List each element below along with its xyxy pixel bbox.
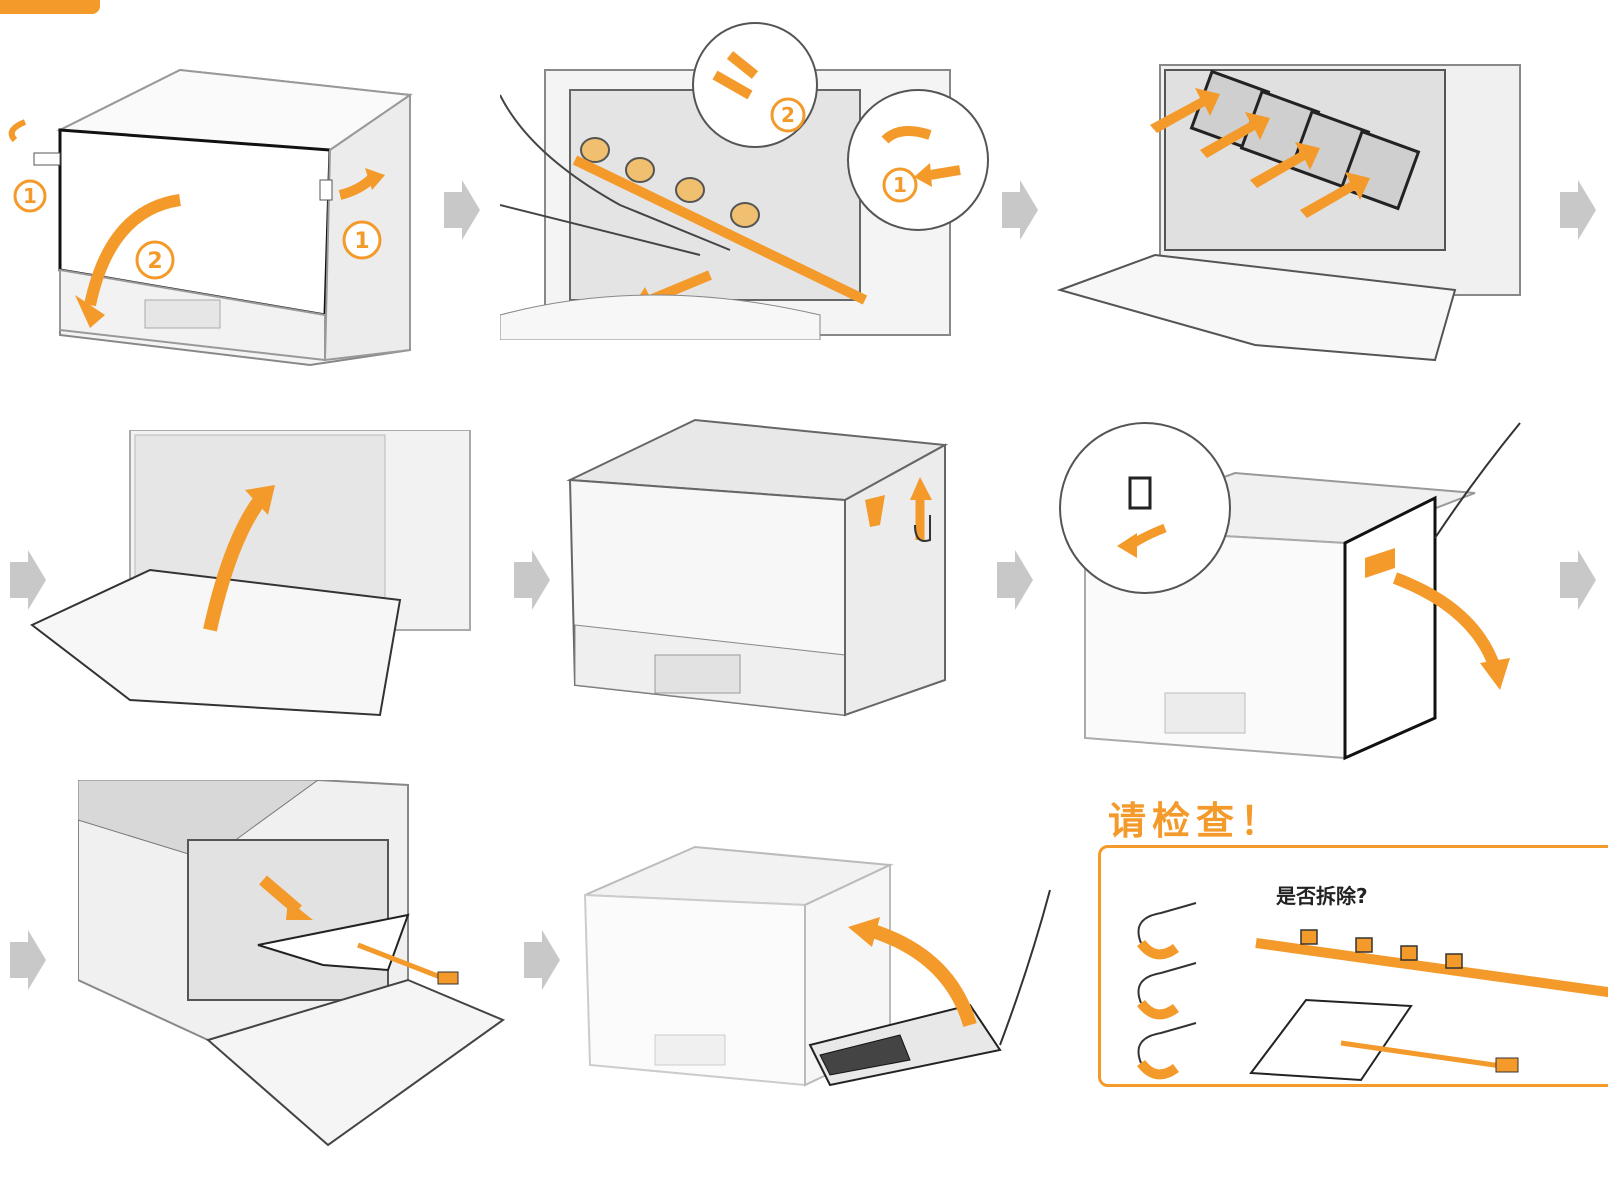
check-title: 请检查！ (1108, 799, 1285, 843)
step-8-close-rear-cover (580, 845, 1060, 1110)
step-5-remove-side-tape (565, 415, 950, 725)
arrow-right-icon (8, 930, 48, 990)
arrow-right-icon (1558, 180, 1598, 240)
check-removed-items-box: 是否拆除? (1098, 845, 1608, 1087)
step-3-push-cartridges (1055, 60, 1525, 370)
arrow-right-icon (1558, 550, 1598, 610)
circled-number-icon: 1 (882, 167, 918, 203)
circled-number-icon: 1 (13, 179, 47, 213)
step-7-remove-sheet (78, 780, 508, 1150)
svg-text:1: 1 (893, 173, 907, 197)
arrow-right-icon (995, 550, 1035, 610)
step-1-remove-tape-open-cover: 1 2 1 (0, 60, 430, 370)
step-6-open-side-cover (1055, 418, 1525, 768)
cartridge-strip-icon (1255, 929, 1608, 998)
arrow-right-icon (442, 180, 482, 240)
circled-number-icon: 2 (135, 240, 175, 280)
arrow-right-icon (8, 550, 48, 610)
circled-number-icon: 1 (342, 220, 382, 260)
circled-number-icon: 2 (770, 97, 806, 133)
step-4-close-front-cover (30, 430, 480, 720)
svg-text:2: 2 (781, 103, 795, 127)
step-2-pull-strip: 2 1 (500, 15, 1000, 340)
arrow-right-icon (522, 930, 562, 990)
arrow-right-icon (1000, 180, 1040, 240)
tape-icon (1137, 902, 1197, 1080)
check-question: 是否拆除? (1276, 884, 1368, 908)
section-tab (0, 0, 100, 14)
paper-sheet-icon (1249, 998, 1519, 1082)
svg-text:1: 1 (23, 184, 37, 208)
svg-text:1: 1 (354, 229, 369, 254)
arrow-right-icon (512, 550, 552, 610)
svg-text:2: 2 (147, 249, 162, 274)
